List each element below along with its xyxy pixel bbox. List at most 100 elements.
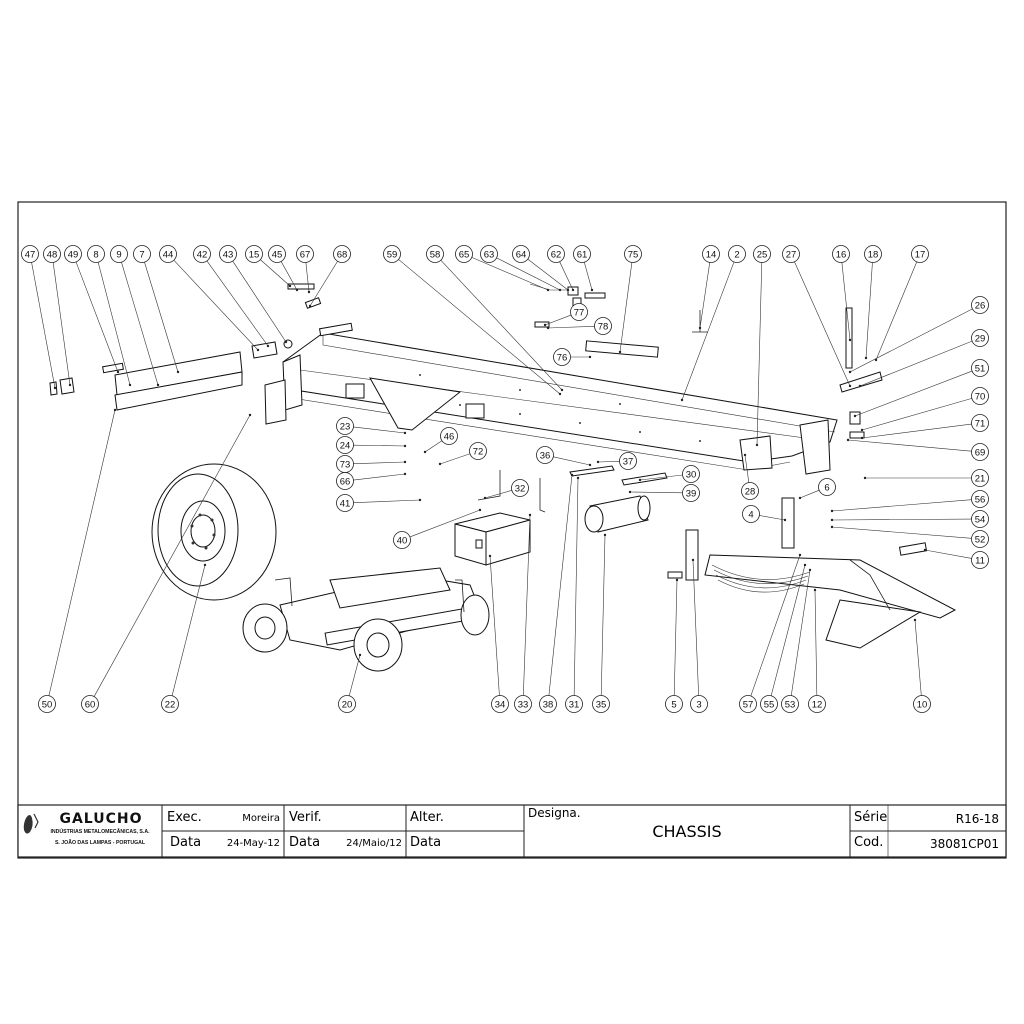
callout-39: 39 [628, 484, 700, 502]
callout-54: 54 [830, 510, 989, 528]
callout-number: 36 [540, 450, 551, 461]
callout-4: 4 [742, 505, 787, 523]
callout-23: 23 [336, 417, 407, 435]
callout-18: 18 [864, 245, 882, 360]
callout-anchor [783, 518, 787, 522]
callout-number: 6 [824, 482, 829, 493]
callout-20: 20 [338, 653, 362, 713]
verif-label: Verif. [289, 810, 322, 825]
callout-number: 33 [518, 699, 529, 710]
callout-53: 53 [781, 568, 812, 713]
callout-anchor [863, 476, 867, 480]
callout-8: 8 [87, 245, 132, 387]
callout-number: 8 [93, 249, 98, 260]
callout-number: 60 [85, 699, 96, 710]
callout-balloon [971, 469, 989, 487]
callout-31: 31 [565, 476, 583, 713]
callout-balloon [864, 245, 882, 263]
callout-anchor [566, 288, 570, 292]
callout-anchor [830, 509, 834, 513]
callout-77: 77 [543, 303, 588, 327]
callout-leader [673, 579, 678, 696]
callout-balloon [338, 695, 356, 713]
callout-anchor [266, 344, 270, 348]
callout-anchor [483, 496, 487, 500]
callout-anchor [116, 370, 120, 374]
callout-balloon [219, 245, 237, 263]
title-block [17, 804, 1007, 858]
callout-leader [875, 261, 918, 361]
callout-balloon [742, 505, 760, 523]
callout-anchor [308, 304, 312, 308]
callout-16: 16 [832, 245, 852, 342]
callout-anchor [698, 326, 702, 330]
callout-anchor [560, 388, 564, 392]
callout-leader [547, 326, 595, 329]
callout-leader [353, 499, 421, 503]
callout-14: 14 [698, 245, 720, 330]
callout-anchor [798, 496, 802, 500]
callout-63: 63 [480, 245, 562, 292]
callout-leader [353, 473, 406, 481]
callout-leader [144, 262, 179, 373]
callout-leader [639, 474, 683, 481]
callout-number: 44 [163, 249, 174, 260]
callout-balloon [690, 695, 708, 713]
callout-number: 34 [495, 699, 506, 710]
callout-balloon [393, 531, 411, 549]
callout-68: 68 [308, 245, 351, 308]
callout-leader [523, 514, 531, 696]
callout-balloon [971, 296, 989, 314]
callout-leader [914, 619, 922, 696]
callout-number: 63 [484, 249, 495, 260]
callout-anchor [675, 578, 679, 582]
callout-leader [48, 409, 116, 696]
callout-number: 3 [696, 699, 701, 710]
callout-number: 41 [340, 498, 351, 509]
callout-number: 7 [139, 249, 144, 260]
callout-leader [97, 262, 131, 386]
callout-balloon [110, 245, 128, 263]
callout-anchor [256, 348, 260, 352]
callout-balloon [480, 245, 498, 263]
callout-46: 46 [423, 427, 458, 454]
callout-number: 4 [748, 509, 753, 520]
callout-balloon [268, 245, 286, 263]
callout-29: 29 [858, 329, 989, 388]
callout-45: 45 [268, 245, 299, 292]
callout-number: 32 [515, 483, 526, 494]
callout-56: 56 [830, 490, 989, 513]
callout-anchor [176, 370, 180, 374]
callout-leader [629, 491, 683, 494]
callout-anchor [853, 414, 857, 418]
callout-11: 11 [923, 548, 989, 569]
callout-number: 46 [444, 431, 455, 442]
callout-anchor [830, 518, 834, 522]
callout-balloon [511, 479, 529, 497]
callout-leader [799, 489, 820, 499]
callout-anchor [588, 355, 592, 359]
callout-number: 31 [569, 699, 580, 710]
callout-balloon [624, 245, 642, 263]
callout-number: 67 [300, 249, 311, 260]
callout-balloon [971, 530, 989, 548]
callout-anchor [846, 438, 850, 442]
callout-anchor [478, 508, 482, 512]
callout-number: 53 [785, 699, 796, 710]
callout-number: 28 [745, 486, 756, 497]
callout-leader [770, 564, 806, 696]
verif-date-value: 24/Maio/12 [346, 838, 402, 849]
company-line1: INDÚSTRIAS METALOMECÂNICAS, S.A. [50, 829, 150, 835]
callout-3: 3 [690, 558, 708, 713]
callout-number: 76 [557, 352, 568, 363]
callout-anchor [590, 288, 594, 292]
callout-balloon [573, 245, 591, 263]
callout-number: 11 [975, 555, 985, 566]
callout-66: 66 [336, 472, 407, 490]
callout-22: 22 [161, 563, 207, 713]
chassis-illustration [49, 283, 957, 672]
callout-number: 24 [340, 440, 351, 451]
callout-60: 60 [81, 413, 252, 713]
callout-balloon [38, 695, 56, 713]
callout-anchor [576, 476, 580, 480]
